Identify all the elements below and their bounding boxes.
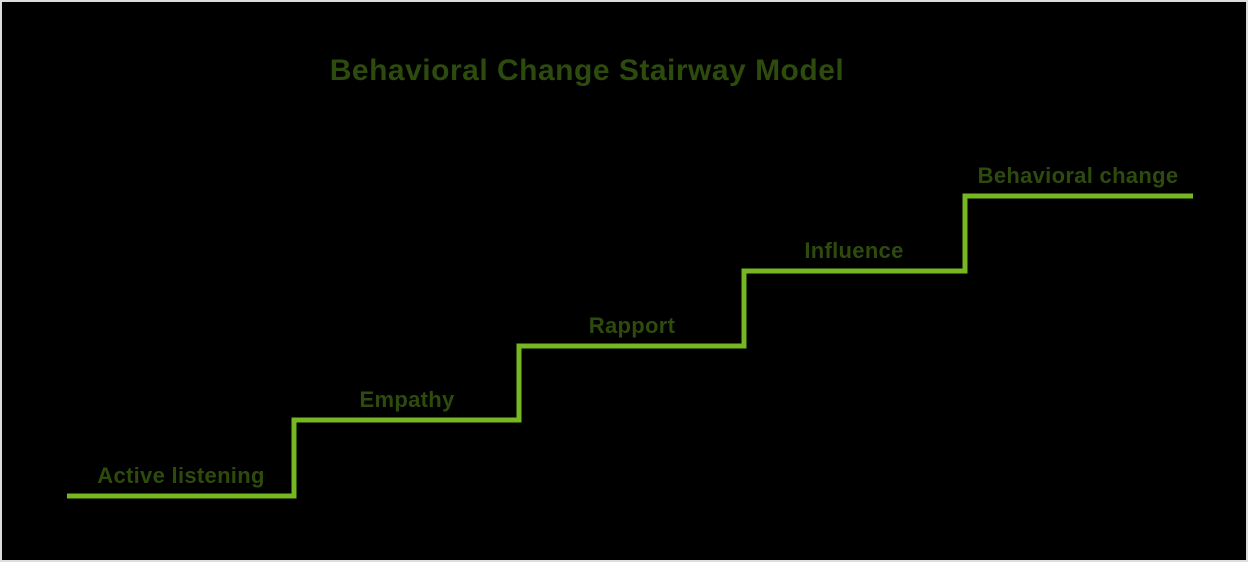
diagram-title: Behavioral Change Stairway Model bbox=[329, 54, 845, 87]
step-label-active-listening: Active listening bbox=[97, 463, 265, 488]
step-label-empathy: Empathy bbox=[359, 387, 455, 412]
step-label-influence: Influence bbox=[804, 238, 904, 263]
step-label-behavioral-change: Behavioral change bbox=[977, 163, 1179, 188]
step-label-rapport: Rapport bbox=[588, 313, 676, 338]
stair-step-polyline bbox=[67, 193, 1193, 499]
